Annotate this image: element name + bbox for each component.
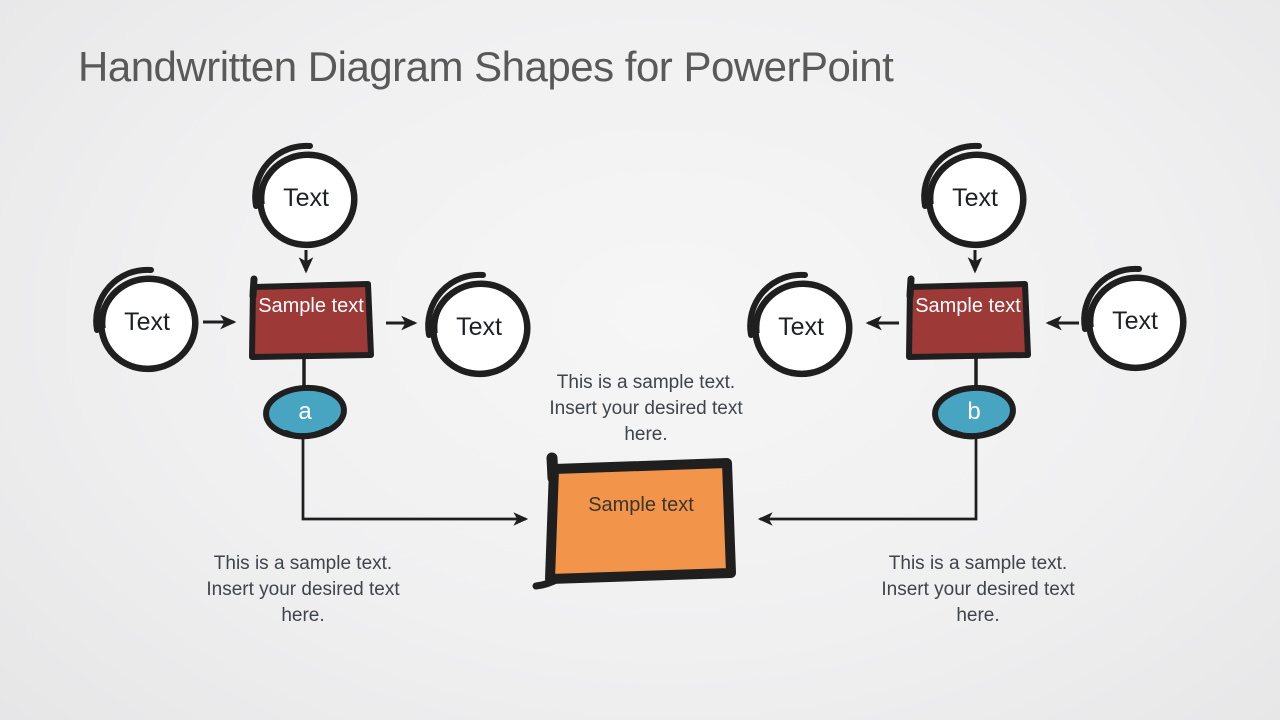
connector-b-accent [952, 427, 999, 440]
left-top-circle-label: Text [283, 184, 329, 212]
right-caption: This is a sample text. Insert your desir… [881, 553, 1075, 626]
center-orange-box-shape [545, 458, 736, 584]
left-red-box-shape [249, 281, 374, 360]
left-right-circle-label: Text [456, 313, 502, 341]
right-box-label: Sample text [915, 295, 1021, 317]
left-left-circle-label: Text [124, 308, 170, 336]
right-left-circle-label: Text [778, 313, 824, 341]
connector-b-label: b [967, 398, 981, 425]
right-red-box-shape [906, 281, 1031, 360]
right-red-box-pen-tick [906, 275, 915, 300]
connector-b-to-center-box [757, 436, 978, 526]
connector-a-to-center-box [301, 436, 529, 526]
left-box-label: Sample text [258, 295, 364, 317]
left-red-box-pen-tick [249, 275, 258, 300]
orange-box-pen-tick-top [546, 452, 559, 484]
connector-a-accent [283, 427, 330, 440]
center-caption: This is a sample text. Insert your desir… [549, 372, 743, 445]
connector-a-label: a [298, 398, 312, 425]
right-right-circle-label: Text [1112, 307, 1158, 335]
center-box-label: Sample text [588, 494, 694, 516]
right-top-circle-label: Text [952, 184, 998, 212]
left-caption: This is a sample text. Insert your desir… [206, 553, 400, 626]
orange-box-pen-tick-bottom [532, 574, 564, 590]
page-title: Handwritten Diagram Shapes for PowerPoin… [78, 43, 894, 90]
